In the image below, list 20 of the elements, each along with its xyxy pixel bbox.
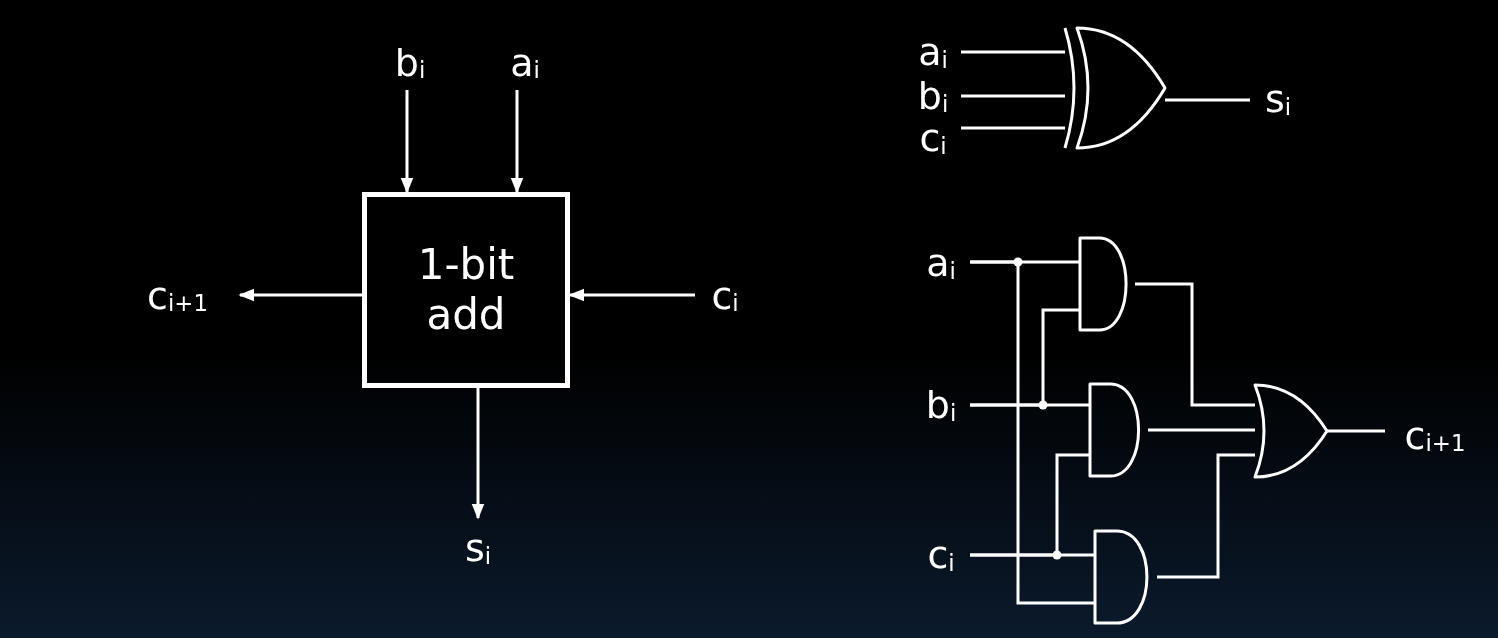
wire <box>1327 429 1385 433</box>
wire <box>1165 98 1250 102</box>
arrow <box>238 288 362 302</box>
wire <box>970 260 1095 605</box>
wire <box>1148 428 1255 432</box>
wire <box>961 50 1065 54</box>
adder-block <box>362 192 570 388</box>
or-gate <box>1255 385 1327 477</box>
block-label: 1-bit add <box>416 239 516 341</box>
wire <box>1135 282 1255 407</box>
wire <box>970 453 1090 557</box>
wire <box>961 94 1065 98</box>
xor-gate <box>1065 28 1165 148</box>
arrow <box>568 288 695 302</box>
arrow <box>471 388 485 520</box>
wire <box>970 308 1080 407</box>
arrow <box>510 90 524 194</box>
wire <box>961 126 1065 130</box>
wire <box>1157 453 1255 579</box>
arrow <box>400 90 414 194</box>
